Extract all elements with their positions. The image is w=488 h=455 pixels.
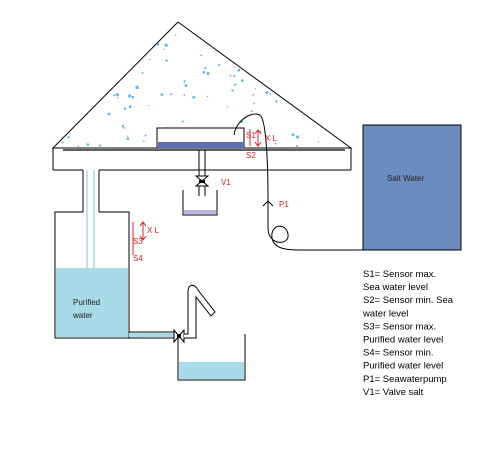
purified-water-tank <box>54 211 130 339</box>
droplet <box>135 85 139 90</box>
droplet <box>128 105 132 109</box>
droplet <box>126 137 130 141</box>
xl-bottom-label: X L <box>147 226 160 235</box>
legend-line: V1= Valve salt <box>363 387 424 398</box>
droplet <box>206 72 210 75</box>
p1-label: P1 <box>279 200 289 209</box>
droplet <box>115 93 120 97</box>
droplet <box>237 68 241 72</box>
receiving-vessel <box>177 334 246 381</box>
purified-water-label-line1: Purified <box>73 298 100 307</box>
v1-label: V1 <box>221 178 231 187</box>
droplet <box>274 142 277 145</box>
droplet <box>296 135 300 139</box>
droplet <box>113 94 116 97</box>
droplet <box>252 93 255 96</box>
s2-label: S2 <box>246 151 256 160</box>
droplet <box>165 59 168 62</box>
legend-line: Purified water level <box>363 361 443 372</box>
droplet <box>128 94 132 98</box>
droplet <box>231 89 234 92</box>
legend-line: Purified water level <box>363 335 443 346</box>
legend-line: P1= Seawaterpump <box>363 374 447 385</box>
droplet <box>317 141 320 143</box>
droplet <box>184 84 188 88</box>
droplet <box>254 88 257 90</box>
droplet <box>98 144 102 147</box>
droplet <box>61 141 64 144</box>
droplet <box>202 70 206 74</box>
droplet <box>126 135 129 138</box>
droplet <box>229 74 232 77</box>
salt-cup <box>182 190 218 216</box>
xl-top-label: X L <box>265 134 278 143</box>
droplet <box>160 93 164 96</box>
droplet <box>86 143 90 146</box>
droplet <box>147 104 150 107</box>
droplet <box>200 54 203 57</box>
droplet <box>204 67 207 70</box>
droplet <box>269 93 272 95</box>
droplet <box>164 43 168 47</box>
droplet <box>141 71 144 74</box>
droplet <box>67 136 70 139</box>
salt-water-label: Salt Water <box>387 174 424 183</box>
s4-label: S4 <box>133 254 143 263</box>
droplet <box>192 95 196 99</box>
droplet <box>252 102 255 105</box>
droplet <box>174 34 177 36</box>
droplet <box>233 83 236 86</box>
droplet <box>233 74 236 77</box>
legend-line: S3= Sensor max. <box>363 321 436 332</box>
droplet <box>163 48 165 50</box>
s1-label: S1 <box>246 131 256 140</box>
droplet <box>123 107 127 110</box>
legend-line: water level <box>362 308 408 319</box>
salt-water-tank <box>362 124 462 251</box>
droplet <box>183 94 186 96</box>
droplet <box>144 134 147 137</box>
legend-line: S2= Sensor min. Sea <box>363 295 454 306</box>
droplet <box>218 63 221 66</box>
legend-line: S1= Sensor max. <box>363 269 436 280</box>
purified-water-level <box>56 268 128 337</box>
droplet <box>291 133 295 137</box>
droplet <box>116 96 119 99</box>
droplet <box>240 79 244 82</box>
droplet <box>121 124 125 128</box>
droplet <box>181 120 184 123</box>
legend-line: S4= Sensor min. <box>363 348 434 359</box>
droplet <box>206 95 209 98</box>
s3-label: S3 <box>133 237 143 246</box>
droplet <box>77 145 80 148</box>
droplet <box>156 43 160 46</box>
droplet <box>250 110 253 113</box>
droplet <box>143 140 145 142</box>
droplet <box>296 144 298 147</box>
legend-line: Sea water level <box>363 282 428 293</box>
droplet <box>107 112 111 116</box>
droplet <box>169 93 173 96</box>
pump-p1-arrow <box>262 200 274 207</box>
droplet <box>123 127 125 129</box>
condensation-droplets <box>61 34 320 148</box>
pan-water <box>158 142 244 148</box>
tap-spout <box>184 284 216 339</box>
droplet <box>131 95 135 99</box>
droplet <box>183 80 186 83</box>
droplet <box>234 66 236 68</box>
droplet <box>265 91 269 95</box>
droplet <box>226 106 228 108</box>
seawater-feed-pipe <box>233 113 269 228</box>
purified-water-label-line2: water <box>72 311 93 320</box>
droplet <box>149 58 151 61</box>
droplet <box>275 100 278 103</box>
